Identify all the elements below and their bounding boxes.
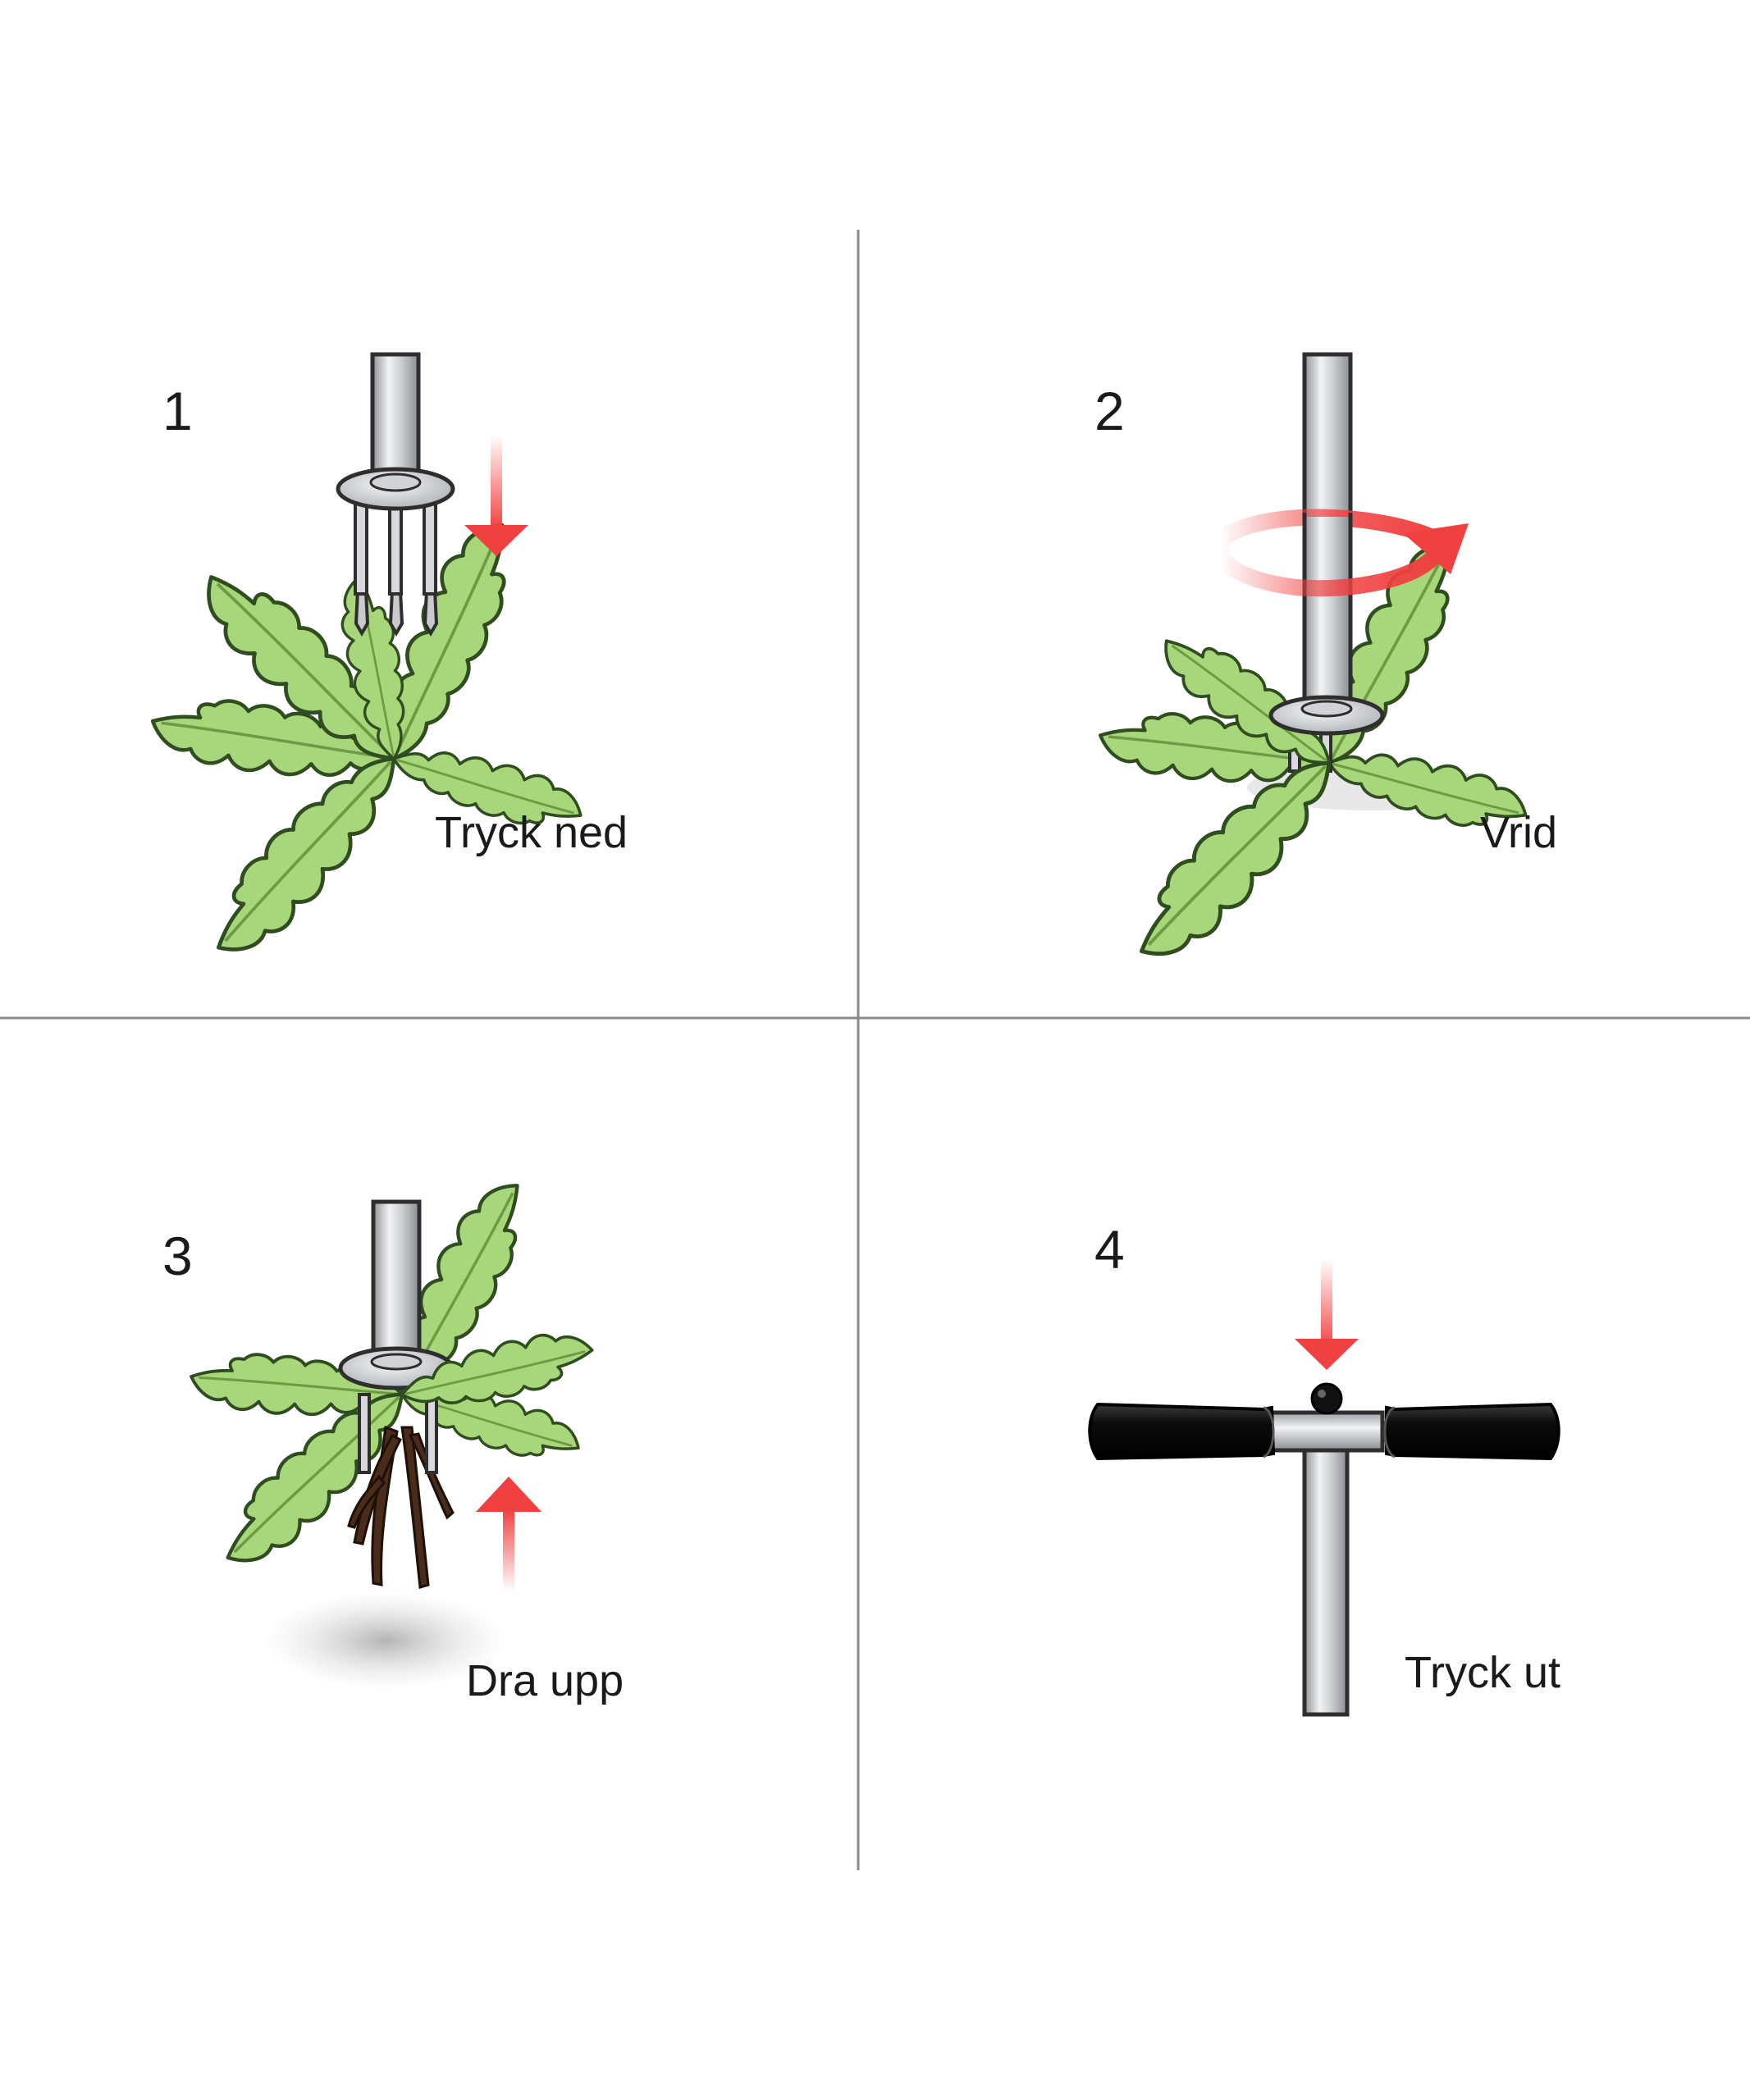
panel-1-illustration <box>147 352 591 970</box>
eject-button <box>1310 1382 1343 1415</box>
step-label-3: Dra upp <box>466 1656 624 1705</box>
panel-4-illustration <box>1088 1259 1560 1717</box>
step-number-3: 3 <box>162 1226 193 1286</box>
soil-shadow <box>263 1591 509 1690</box>
pull-up-arrow <box>476 1477 541 1591</box>
panel-3-illustration <box>185 1171 600 1690</box>
step-label-2: Vrid <box>1480 808 1558 857</box>
handle-crossbar <box>1265 1410 1385 1453</box>
step-number-4: 4 <box>1094 1219 1125 1280</box>
step-label-1: Tryck ned <box>435 808 628 857</box>
weeder-shaft-4 <box>1302 1441 1350 1717</box>
twist-arrow <box>1212 509 1469 597</box>
panel-2-illustration <box>1095 352 1535 975</box>
weeder-tool-1 <box>336 352 455 637</box>
step-label-4: Tryck ut <box>1405 1648 1561 1697</box>
step-number-2: 2 <box>1094 381 1125 441</box>
left-grip <box>1088 1402 1276 1461</box>
push-down-arrow <box>464 435 528 556</box>
dandelion-roots <box>347 1425 455 1589</box>
right-grip <box>1385 1402 1560 1461</box>
step-number-1: 1 <box>162 381 193 441</box>
eject-arrow <box>1295 1259 1359 1370</box>
